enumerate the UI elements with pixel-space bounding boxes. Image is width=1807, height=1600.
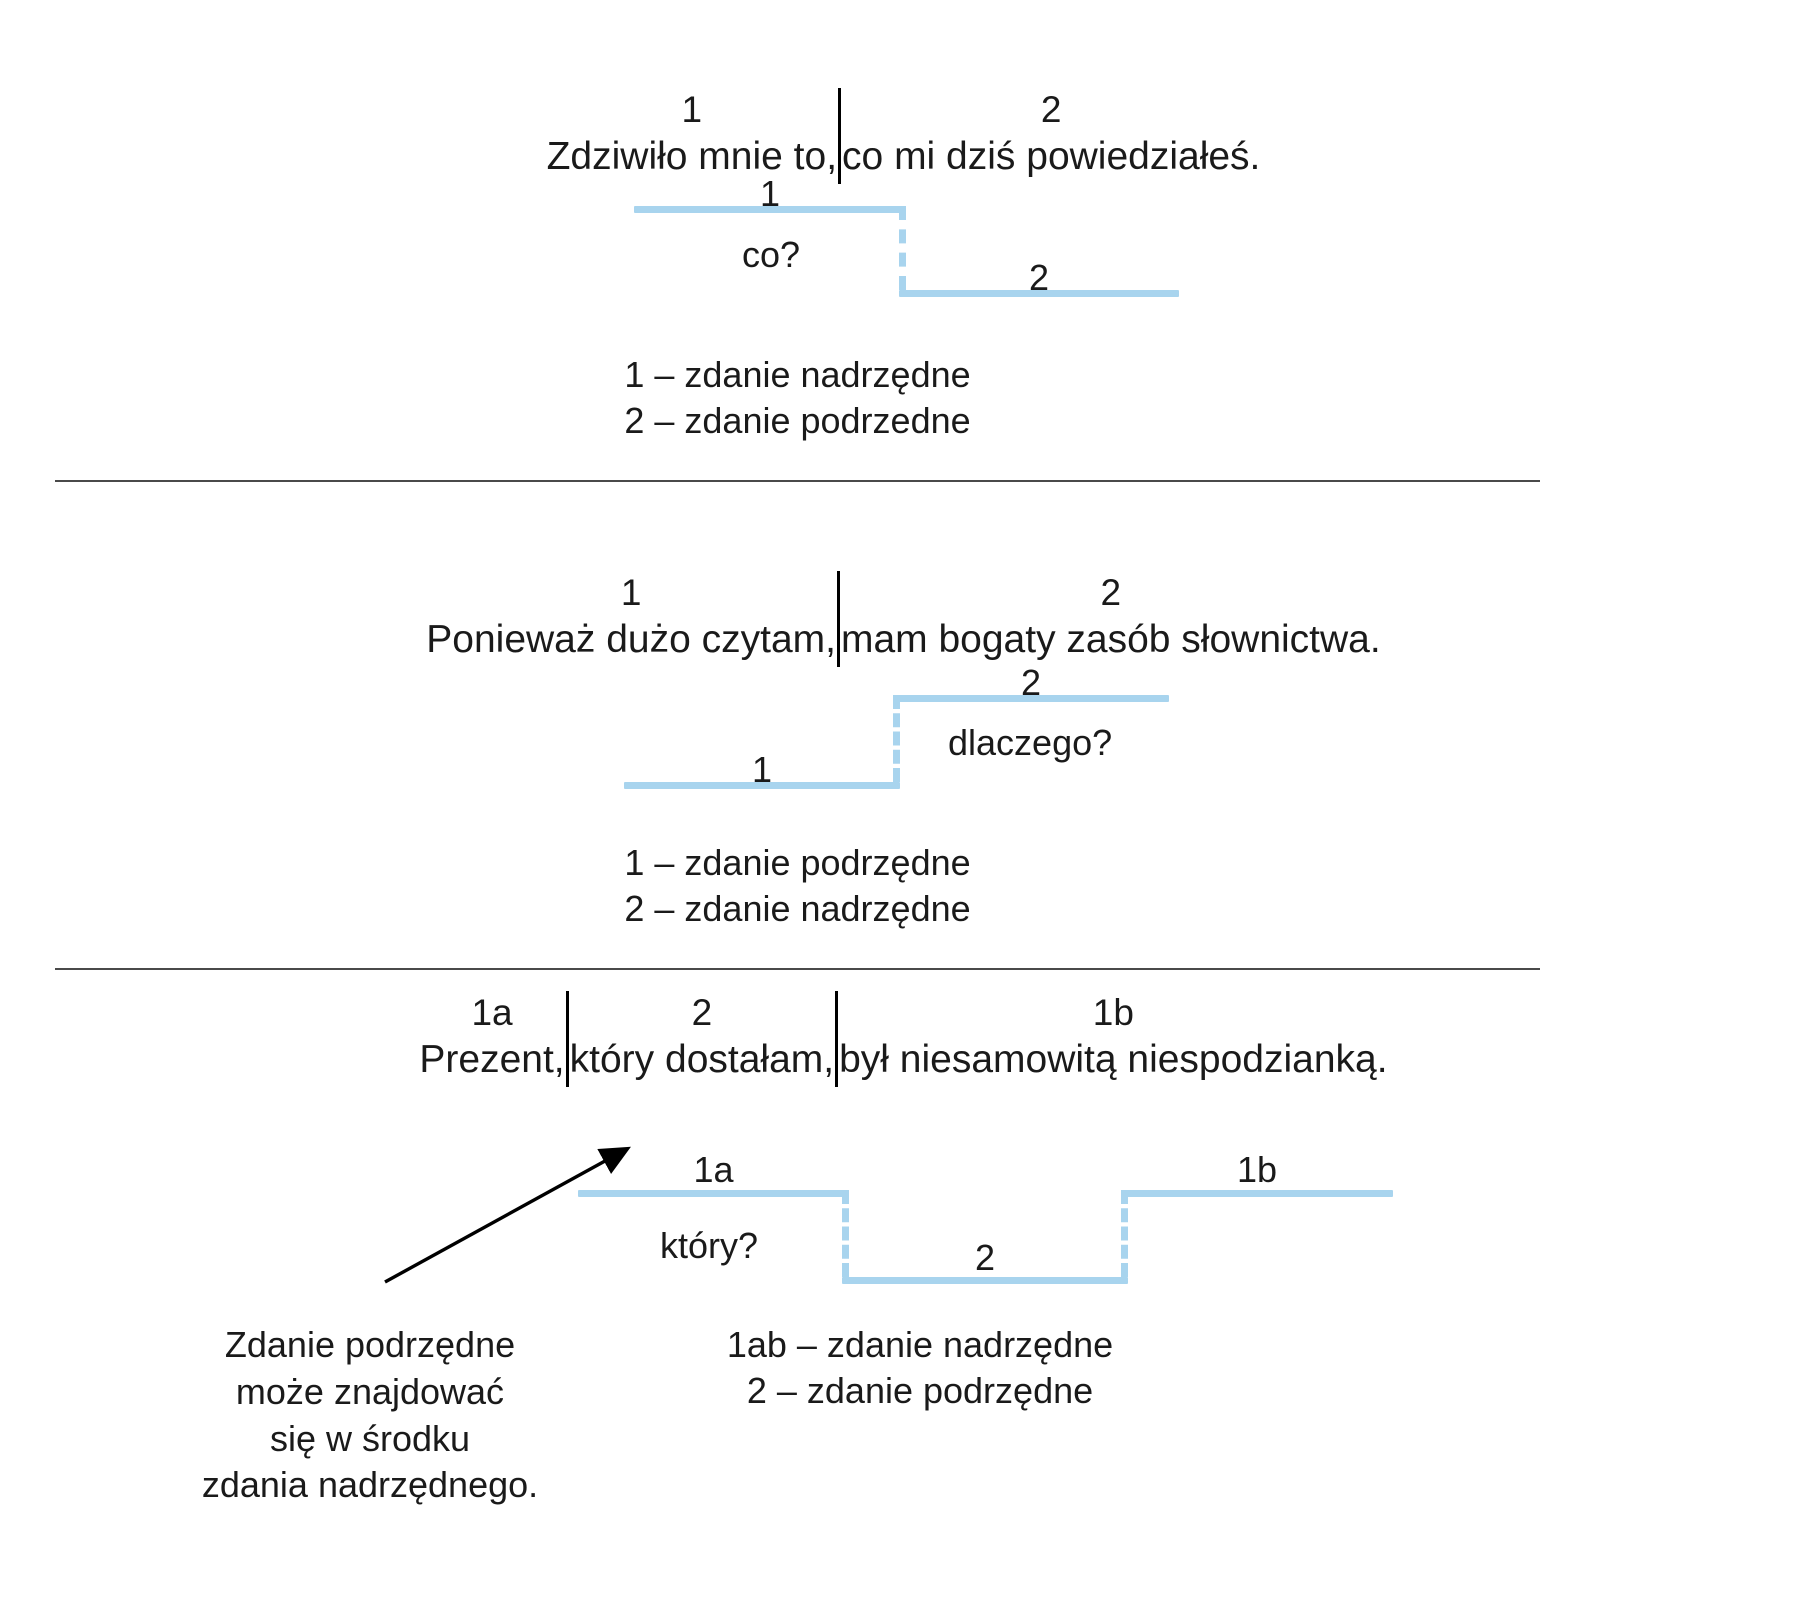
schema-dash-connector-left xyxy=(842,1190,849,1277)
sentence-block-2: 1 Ponieważ dużo czytam, 2 mam bogaty zas… xyxy=(0,565,1807,667)
section-divider xyxy=(55,480,1540,482)
clause-separator-bar xyxy=(836,571,840,667)
clause-1b: 2 co mi dziś powiedziałeś. xyxy=(841,91,1261,179)
legend-line: 2 – zdanie nadrzędne xyxy=(624,888,971,930)
note-line: Zdanie podrzędne xyxy=(224,1324,516,1365)
clause-number: 1b xyxy=(1092,992,1134,1034)
legend-line: 2 – zdanie podrzędne xyxy=(746,1370,1094,1412)
clause-text: Zdziwiło mnie to, xyxy=(546,135,838,179)
clause-number: 2 xyxy=(1040,89,1062,131)
note-line: zdania nadrzędnego. xyxy=(201,1464,539,1506)
clause-text: który dostałam, xyxy=(569,1038,835,1082)
clause-text: był niesamowitą niespodzianką. xyxy=(839,1038,1388,1082)
schema-line-middle xyxy=(842,1277,1128,1284)
schema-line-right xyxy=(1121,1190,1393,1197)
clause-number: 1 xyxy=(681,89,703,131)
legend-line: 1ab – zdanie nadrzędne xyxy=(726,1324,1114,1365)
schema-label-bottom: 1 xyxy=(751,749,773,790)
legend-line: 2 – zdanie podrzedne xyxy=(624,400,971,442)
note-line: się w środku xyxy=(269,1417,471,1459)
schema-dash-connector xyxy=(899,206,906,290)
note-line: może znajdować xyxy=(235,1370,505,1412)
sentence-row-1: 1 Zdziwiło mnie to, 2 co mi dziś powiedz… xyxy=(546,82,1262,184)
schema-label-left: 1a xyxy=(693,1149,734,1190)
clause-3b: 2 który dostałam, xyxy=(569,994,835,1082)
sentence-row-2: 1 Ponieważ dużo czytam, 2 mam bogaty zas… xyxy=(425,565,1382,667)
schema-label-middle: 2 xyxy=(974,1237,996,1278)
sentence-block-3: 1a Prezent, 2 który dostałam, 1b był nie… xyxy=(0,985,1807,1087)
clause-text: Prezent, xyxy=(419,1038,565,1082)
schema-label-top: 1 xyxy=(759,173,781,214)
clause-number: 1 xyxy=(620,572,642,614)
schema-question-label: dlaczego? xyxy=(948,722,1113,763)
section-divider xyxy=(55,968,1540,970)
schema-label-top: 2 xyxy=(1020,662,1042,703)
schema-question-label: który? xyxy=(660,1225,759,1266)
sentence-row-3: 1a Prezent, 2 który dostałam, 1b był nie… xyxy=(418,985,1388,1087)
clause-number: 1a xyxy=(471,992,513,1034)
clause-separator-bar xyxy=(565,991,569,1087)
clause-3a: 1a Prezent, xyxy=(418,994,565,1082)
legend-line: 1 – zdanie nadrzędne xyxy=(624,354,971,395)
clause-2b: 2 mam bogaty zasób słownictwa. xyxy=(840,574,1382,662)
schema-line-bottom xyxy=(899,290,1179,297)
clause-3c: 1b był niesamowitą niespodzianką. xyxy=(838,994,1388,1082)
clause-text: co mi dziś powiedziałeś. xyxy=(842,135,1261,179)
schema-line-top xyxy=(634,206,906,213)
schema-dash-connector-right xyxy=(1121,1190,1128,1277)
schema-dash-connector xyxy=(893,695,900,782)
clause-separator-bar xyxy=(838,88,842,184)
clause-1a: 1 Zdziwiło mnie to, xyxy=(546,91,838,179)
sentence-block-1: 1 Zdziwiło mnie to, 2 co mi dziś powiedz… xyxy=(0,82,1807,184)
schema-question-label: co? xyxy=(742,234,801,275)
schema-label-right: 1b xyxy=(1236,1149,1278,1190)
legend-line: 1 – zdanie podrzędne xyxy=(624,842,971,883)
clause-text: mam bogaty zasób słownictwa. xyxy=(840,618,1381,662)
schema-line-left xyxy=(578,1190,849,1197)
clause-2a: 1 Ponieważ dużo czytam, xyxy=(425,574,837,662)
clause-number: 2 xyxy=(691,992,713,1034)
legend-2: 1 – zdanie podrzędne 2 – zdanie nadrzędn… xyxy=(0,840,1595,932)
clause-number: 2 xyxy=(1100,572,1122,614)
legend-3: 1ab – zdanie nadrzędne 2 – zdanie podrzę… xyxy=(600,1322,1240,1414)
schema-line-bottom xyxy=(624,782,900,789)
schema-label-bottom: 2 xyxy=(1028,257,1050,298)
legend-1: 1 – zdanie nadrzędne 2 – zdanie podrzedn… xyxy=(0,352,1595,444)
clause-separator-bar xyxy=(835,991,839,1087)
clause-text: Ponieważ dużo czytam, xyxy=(426,618,836,662)
note-subordinate-clause: Zdanie podrzędne może znajdować się w śr… xyxy=(140,1322,600,1509)
schema-line-top xyxy=(893,695,1169,702)
